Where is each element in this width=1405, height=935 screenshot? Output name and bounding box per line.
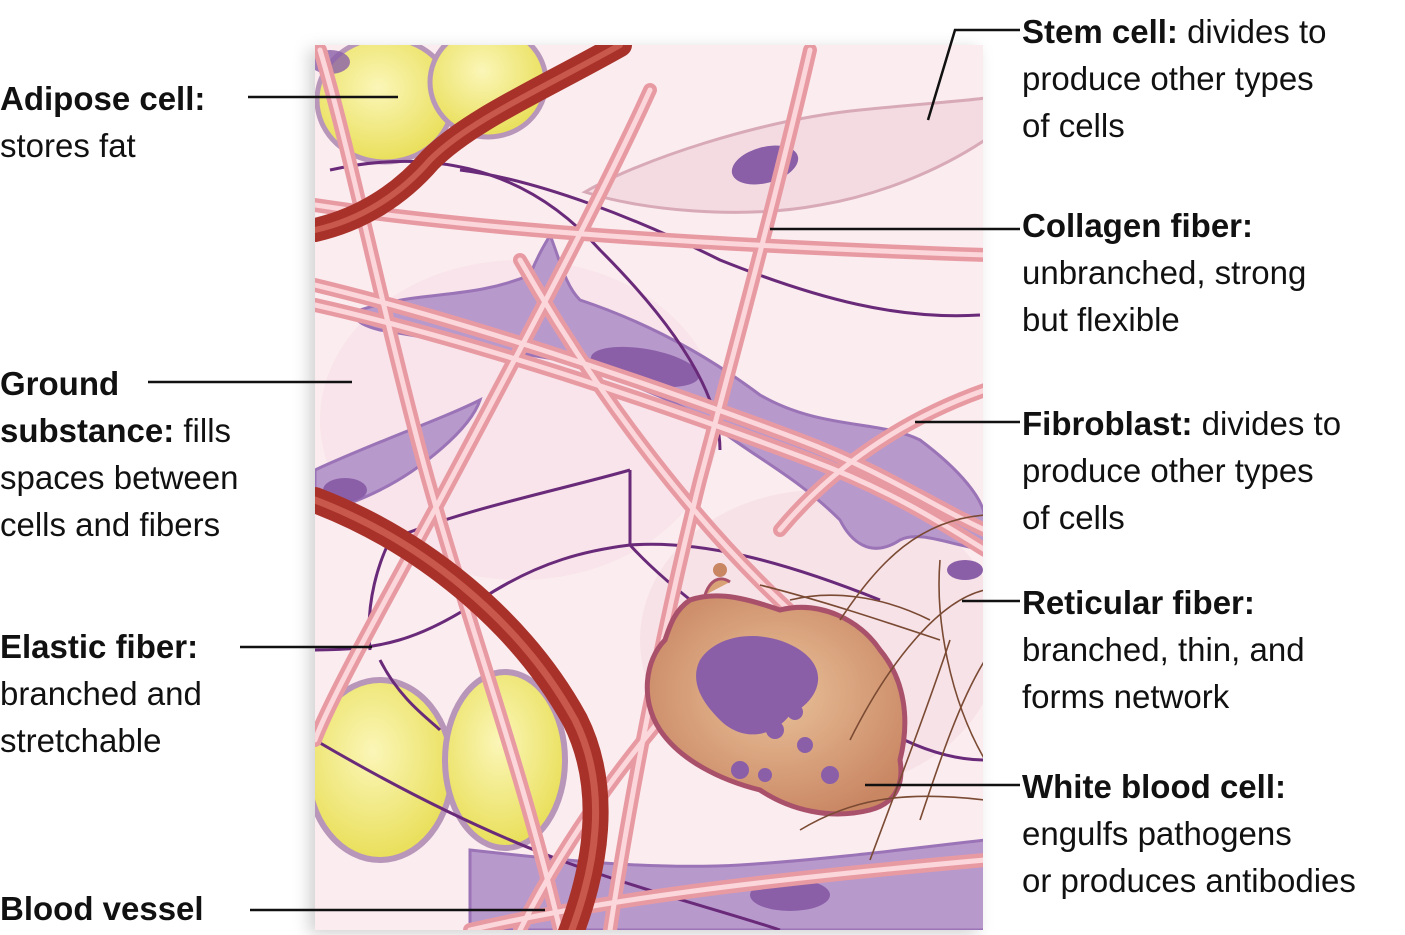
desc-fibroblast-1: produce other types (1022, 452, 1314, 489)
desc-fibroblast-inline: divides to (1192, 405, 1342, 442)
label-elastic-fiber: Elastic fiber: branched and stretchable (0, 623, 202, 764)
desc-reticular-fiber-1: branched, thin, and (1022, 631, 1305, 668)
desc-elastic-fiber-1: branched and (0, 675, 202, 712)
desc-stem-cell-1: produce other types (1022, 60, 1314, 97)
desc-reticular-fiber-2: forms network (1022, 678, 1230, 715)
label-reticular-fiber: Reticular fiber: branched, thin, and for… (1022, 579, 1305, 720)
adipose-cells-bottom (315, 669, 568, 863)
desc-ground-substance-1: spaces between (0, 459, 239, 496)
leader-lines (148, 28, 1020, 912)
desc-collagen-fiber-2: but flexible (1022, 301, 1180, 338)
term-reticular-fiber: Reticular fiber: (1022, 584, 1255, 621)
term-stem-cell: Stem cell: (1022, 13, 1178, 50)
desc-fibroblast-2: of cells (1022, 499, 1125, 536)
term-ground-substance-2: substance: (0, 412, 175, 449)
term-fibroblast: Fibroblast: (1022, 405, 1193, 442)
desc-elastic-fiber-2: stretchable (0, 722, 162, 759)
leader-stem (926, 28, 1020, 121)
term-ground-substance-1: Ground (0, 365, 120, 402)
desc-stem-cell-inline: divides to (1177, 13, 1327, 50)
label-adipose-cell: Adipose cell: stores fat (0, 75, 205, 169)
term-elastic-fiber: Elastic fiber: (0, 628, 199, 665)
label-ground-substance: Ground substance: fills spaces between c… (0, 360, 239, 548)
desc-ground-substance-2: cells and fibers (0, 506, 221, 543)
white-blood-cell-shape (644, 563, 908, 817)
collagen-fibers (315, 45, 983, 930)
label-fibroblast: Fibroblast: divides to produce other typ… (1022, 400, 1341, 541)
desc-collagen-fiber-1: unbranched, strong (1022, 254, 1307, 291)
desc-stem-cell-2: of cells (1022, 107, 1125, 144)
desc-white-blood-cell-2: or produces antibodies (1022, 862, 1356, 899)
term-blood-vessel: Blood vessel (0, 890, 204, 927)
label-white-blood-cell: White blood cell: engulfs pathogens or p… (1022, 763, 1356, 904)
desc-white-blood-cell-1: engulfs pathogens (1022, 815, 1292, 852)
label-blood-vessel: Blood vessel (0, 885, 204, 932)
reticular-fibers (759, 514, 983, 861)
term-collagen-fiber: Collagen fiber: (1022, 207, 1254, 244)
label-stem-cell: Stem cell: divides to produce other type… (1022, 8, 1327, 149)
desc-adipose-cell: stores fat (0, 127, 136, 164)
desc-ground-substance-inline: fills (174, 412, 232, 449)
blood-vessels (315, 45, 632, 930)
label-collagen-fiber: Collagen fiber: unbranched, strong but f… (1022, 202, 1306, 343)
term-white-blood-cell: White blood cell: (1022, 768, 1286, 805)
term-adipose-cell: Adipose cell: (0, 80, 206, 117)
